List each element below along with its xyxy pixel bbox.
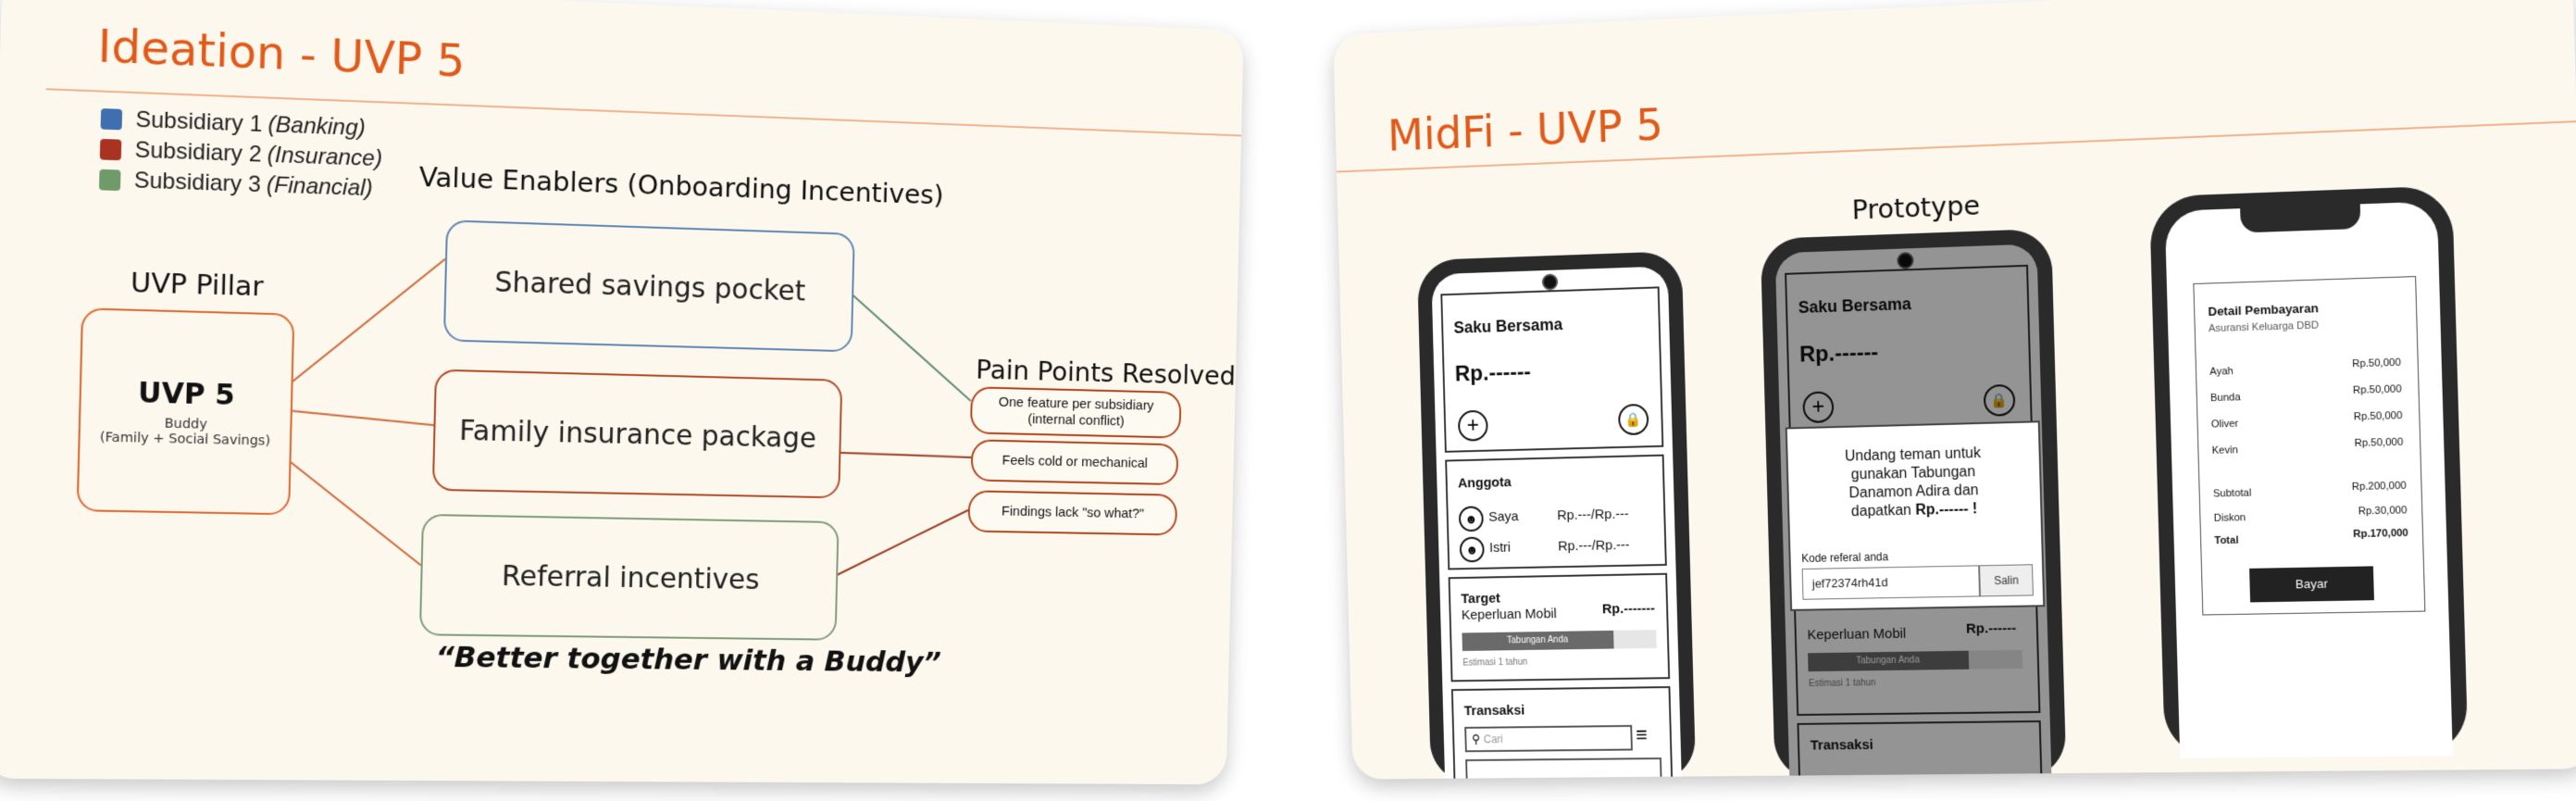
- item-name: Ayah: [2209, 365, 2234, 378]
- item-name: Oliver: [2210, 418, 2239, 431]
- pain-points-heading: Pain Points Resolved: [975, 354, 1237, 392]
- link-family-pain2: [837, 453, 971, 457]
- payment-subheading: Asuransi Keluarga DBD: [2208, 319, 2320, 335]
- payment-card: Detail Pembayaran Asuransi Keluarga DBD …: [2193, 276, 2426, 616]
- phone-notch: [2240, 204, 2361, 233]
- link-uvp-referral: [285, 459, 424, 565]
- phone-payment-detail: Detail Pembayaran Asuransi Keluarga DBD …: [2148, 185, 2469, 758]
- pain-line: One feature per subsidiary: [998, 394, 1154, 414]
- target-name: Keperluan Mobil: [1461, 606, 1557, 623]
- add-icon[interactable]: +: [1457, 409, 1488, 442]
- copy-button[interactable]: Salin: [1979, 564, 2034, 597]
- app-title: Saku Bersama: [1453, 315, 1563, 337]
- member-amount: Rp.---/Rp.---: [1557, 537, 1630, 555]
- prototype-heading: Prototype: [1851, 189, 1981, 226]
- pain-point-so-what: Findings lack "so what?": [967, 490, 1178, 536]
- members-heading: Anggota: [1457, 474, 1512, 492]
- search-placeholder: Cari: [1483, 732, 1503, 746]
- uvp-detail: (Family + Social Savings): [99, 429, 271, 449]
- link-referral-pain3: [834, 507, 968, 578]
- midfi-slide: MidFi - UVP 5 Prototype Saku Bersama Rp.…: [1333, 0, 2576, 780]
- transactions-heading: Transaksi: [1463, 702, 1525, 720]
- total-label: Total: [2214, 534, 2239, 547]
- pain-line: (internal conflict): [1027, 411, 1125, 430]
- reward-amount: Rp.------ !: [1915, 501, 1978, 519]
- item-amount: Rp.50,000: [2352, 383, 2402, 396]
- savings-progress-bar: Tabungan Anda: [1462, 630, 1657, 652]
- link-shared-pain1: [848, 293, 974, 401]
- lock-icon[interactable]: 🔒: [1617, 403, 1649, 436]
- pain-line: Findings lack "so what?": [1001, 503, 1145, 522]
- target-heading: Target: [1461, 590, 1500, 607]
- dialog-message: Undang teman untuk gunakan Tabungan Dana…: [1787, 443, 2040, 522]
- search-input[interactable]: ⚲ Cari: [1464, 724, 1633, 753]
- estimate: Estimasi 1 tahun: [1462, 657, 1528, 669]
- pain-point-internal-conflict: One feature per subsidiary (internal con…: [969, 386, 1182, 439]
- uvp-title: UVP 5: [137, 376, 236, 412]
- pain-line: Feels cold or mechanical: [1002, 452, 1149, 471]
- item-amount: Rp.50,000: [2354, 436, 2404, 450]
- subtotal-amount: Rp.200,000: [2351, 480, 2407, 494]
- item-name: Bunda: [2209, 392, 2241, 405]
- referral-dialog: Undang teman untuk gunakan Tabungan Dana…: [1785, 420, 2046, 611]
- member-name: Istri: [1488, 539, 1512, 556]
- enabler-family-insurance: Family insurance package: [431, 369, 843, 499]
- discount-label: Diskon: [2213, 512, 2246, 524]
- pocket-card: Saku Bersama Rp.------ + 🔒: [1440, 286, 1664, 453]
- subtotal-label: Subtotal: [2212, 487, 2252, 500]
- pay-button[interactable]: Bayar: [2249, 566, 2374, 603]
- user-icon: ☻: [1458, 506, 1484, 532]
- total-amount: Rp.170,000: [2353, 527, 2409, 541]
- target-card: Target Keperluan Mobil Rp.------- Tabung…: [1448, 572, 1671, 682]
- referral-code-field[interactable]: jef72374rh41d: [1801, 565, 1981, 600]
- progress-label: Tabungan Anda: [1506, 634, 1569, 646]
- referral-label: Kode referal anda: [1801, 550, 1889, 566]
- payment-heading: Detail Pembayaran: [2208, 300, 2319, 319]
- item-name: Kevin: [2211, 444, 2238, 457]
- pain-point-cold: Feels cold or mechanical: [970, 439, 1179, 486]
- camera-icon: [1541, 273, 1559, 291]
- phone-screen: Saku Bersama Rp.------ + 🔒 Anggota ☻ Say…: [1431, 266, 1682, 780]
- phone-referral-dialog: Saku Bersama Rp.------ + 🔒 Keperluan Mob…: [1760, 228, 2067, 780]
- target-amount: Rp.-------: [1601, 600, 1655, 618]
- user-icon: ☻: [1459, 536, 1485, 563]
- members-card: Anggota ☻ Saya Rp.---/Rp.--- ☻ Istri Rp.…: [1445, 454, 1667, 570]
- discount-amount: Rp.30,000: [2358, 505, 2408, 518]
- transactions-card: Transaksi ⚲ Cari ≡: [1450, 686, 1674, 780]
- ideation-slide: Ideation - UVP 5 Subsidiary 1 (Banking) …: [0, 0, 1244, 785]
- tagline: “Better together with a Buddy”: [435, 640, 942, 680]
- uvp-node: UVP 5 Buddy (Family + Social Savings): [76, 307, 295, 516]
- dialog-line-prefix: dapatkan: [1850, 502, 1916, 520]
- filter-icon[interactable]: ≡: [1635, 722, 1648, 746]
- link-uvp-shared: [289, 254, 445, 387]
- item-amount: Rp.50,000: [2351, 357, 2401, 370]
- link-uvp-family: [288, 410, 433, 425]
- item-amount: Rp.50,000: [2353, 409, 2403, 423]
- transaction-row[interactable]: [1465, 757, 1662, 780]
- balance: Rp.------: [1454, 359, 1532, 387]
- enabler-shared-savings: Shared savings pocket: [442, 219, 855, 353]
- member-name: Saya: [1487, 508, 1519, 525]
- member-amount: Rp.---/Rp.---: [1557, 506, 1629, 524]
- uvp-pillar-heading: UVP Pillar: [130, 266, 265, 303]
- midfi-title: MidFi - UVP 5: [1387, 99, 1664, 162]
- enabler-referral: Referral incentives: [418, 513, 840, 641]
- search-icon: ⚲: [1471, 732, 1481, 746]
- phone-screen: Detail Pembayaran Asuransi Keluarga DBD …: [2164, 201, 2453, 758]
- phone-screen: Saku Bersama Rp.------ + 🔒 Keperluan Mob…: [1774, 244, 2052, 780]
- uvp-subtitle: Buddy: [164, 415, 208, 432]
- phone-shared-pocket: Saku Bersama Rp.------ + 🔒 Anggota ☻ Say…: [1416, 251, 1697, 780]
